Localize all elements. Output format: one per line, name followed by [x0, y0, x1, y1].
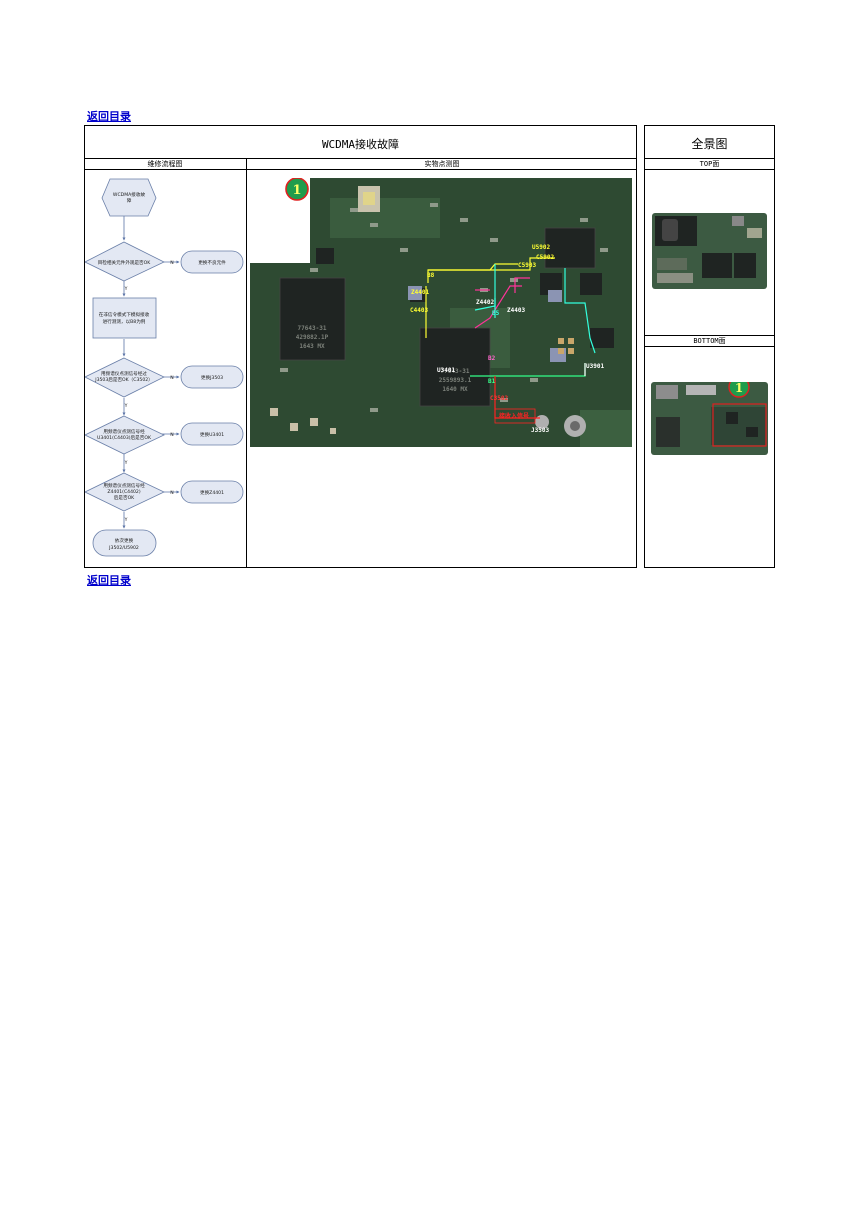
- c5902-label: C5902: [536, 254, 554, 261]
- u5902-label: U5902: [532, 244, 550, 251]
- divider: [84, 158, 637, 159]
- z4402-label: Z4402: [476, 299, 494, 306]
- flow-decision-4: [85, 472, 165, 512]
- signal-input-label: 接收入信号: [498, 412, 529, 420]
- flow-step-text: 后是否OK: [114, 494, 135, 501]
- flow-end-node: [92, 529, 157, 557]
- flow-yes-label: Y: [124, 403, 128, 409]
- c4403-label: C4403: [410, 307, 428, 314]
- divider: [246, 158, 247, 568]
- flow-step-text: Z4401(C4402): [107, 489, 141, 495]
- u5902-chip: [544, 227, 596, 269]
- flow-start-text: WCDMA接收故: [113, 191, 146, 198]
- c3502-label: C3502: [490, 395, 508, 402]
- flow-action-2: [180, 365, 244, 389]
- svg-text:77643-31: 77643-31: [441, 368, 470, 375]
- c5903-label: C5903: [518, 262, 536, 269]
- flow-yes-label: Y: [124, 286, 128, 292]
- flow-action-4: [180, 480, 244, 504]
- top-side-label: TOP面: [699, 160, 720, 168]
- flow-start-node: [101, 178, 157, 217]
- b8-label: B8: [427, 272, 435, 279]
- divider: [84, 169, 637, 170]
- b1-label: B1: [488, 378, 496, 385]
- location-marker-badge: [285, 178, 309, 201]
- u3401-label: U3401: [437, 367, 455, 374]
- flow-action-3: [180, 422, 244, 446]
- flow-action-text: 更换Z4401: [200, 489, 224, 496]
- overview-title: 全景图: [691, 137, 728, 151]
- flow-end-text: J3502/U5902: [108, 545, 139, 551]
- flow-no-label: N: [170, 260, 173, 266]
- flow-process-node: [92, 297, 157, 339]
- flow-step-text: J3503后是否OK（C3502）: [94, 376, 153, 383]
- flow-action-text: 更换J3503: [201, 374, 223, 381]
- bottom-location-marker: [728, 382, 750, 398]
- divider: [644, 335, 775, 336]
- flow-step-text: 进行测测，以B8为例: [103, 318, 146, 325]
- z4401-label: Z4401: [411, 289, 429, 296]
- flow-decision-3: [85, 415, 165, 455]
- flow-step-text: 用频谱仪点测信号经: [103, 428, 145, 435]
- divider: [644, 169, 775, 170]
- signal-input-box: [494, 408, 536, 424]
- flow-yes-label: Y: [124, 460, 128, 466]
- flow-end-text: 依次更换: [115, 537, 134, 544]
- flowchart-column-header: 维修流程图: [147, 160, 183, 168]
- flow-action-text: 更换U3401: [200, 431, 224, 438]
- svg-text:1640 MX: 1640 MX: [442, 386, 468, 393]
- photo-column-header: 实物点测图: [424, 160, 460, 168]
- flow-start-text: 障: [127, 197, 132, 204]
- z4403-label: Z4403: [507, 307, 525, 314]
- svg-text:1: 1: [735, 382, 743, 395]
- svg-text:77643-31: 77643-31: [298, 325, 327, 332]
- svg-text:429882.1P: 429882.1P: [296, 334, 329, 341]
- svg-text:2559893.1: 2559893.1: [439, 377, 472, 384]
- j3503-label: J3503: [531, 427, 549, 434]
- flow-step-text: 目检相关元件外观是否OK: [98, 259, 152, 266]
- flow-step-text: 用频谱仪点测信号经: [103, 482, 145, 489]
- svg-text:1643 MX: 1643 MX: [299, 343, 325, 350]
- b2-label: B2: [488, 355, 496, 362]
- flow-step-text: 用频谱仪点测信号经过: [101, 370, 147, 377]
- back-to-contents-link-top[interactable]: 返回目录: [87, 110, 131, 123]
- flow-step-text: U3401(C4403)后是否OK: [97, 434, 152, 441]
- flow-yes-label: Y: [124, 517, 128, 523]
- divider: [644, 346, 775, 347]
- main-table: [84, 125, 637, 568]
- rf-chip-left: [279, 277, 346, 361]
- flow-no-label: N: [170, 375, 173, 381]
- u3401-chip: [419, 327, 491, 407]
- flow-decision-1: [85, 241, 165, 282]
- u3901-label: U3901: [586, 363, 604, 370]
- board-top-photo: [652, 213, 767, 289]
- repair-flowchart: WCDMA接收故 障 目检相关元件外观是否OK 在非信令模式下模拟接收 进行测测…: [85, 178, 244, 557]
- divider: [644, 158, 775, 159]
- board-bottom-photo: 1: [651, 382, 768, 455]
- flow-step-text: 在非信令模式下模拟接收: [99, 311, 150, 318]
- b5-label: B5: [492, 310, 500, 317]
- svg-text:1: 1: [292, 183, 301, 198]
- pcb-measurement-photo: 77643-31 429882.1P 1643 MX 77643-31 2559…: [250, 178, 632, 447]
- bottom-side-label: BOTTOM面: [693, 337, 726, 345]
- flow-no-label: N: [170, 432, 173, 438]
- flow-action-text: 更换不良元件: [198, 259, 226, 266]
- flow-action-1: [180, 250, 244, 274]
- main-table-title: WCDMA接收故障: [321, 138, 400, 151]
- flow-no-label: N: [170, 490, 173, 496]
- back-to-contents-link-bottom[interactable]: 返回目录: [87, 574, 131, 587]
- flow-decision-2: [85, 357, 165, 398]
